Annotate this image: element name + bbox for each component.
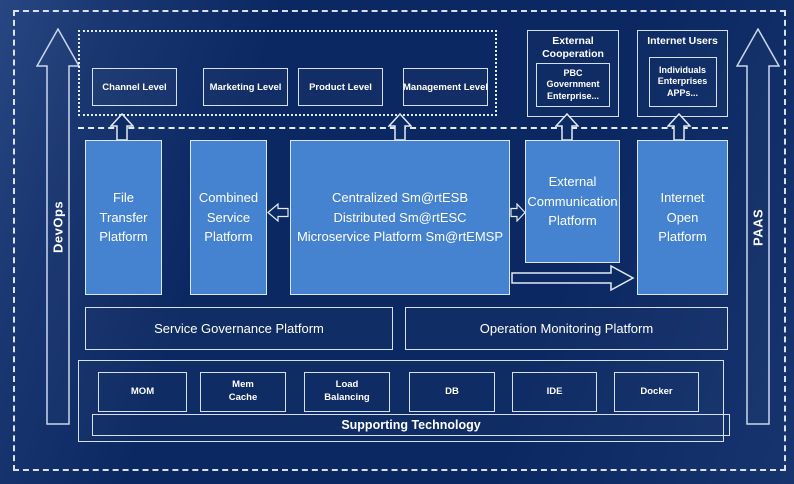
supp-item-docker: Docker: [614, 372, 699, 412]
outer-dashed-border: [13, 10, 786, 471]
external-communication-platform-box: External Communication Platform: [525, 140, 620, 263]
level-box-marketing: Marketing Level: [203, 68, 288, 106]
paas-up-arrow-icon: [736, 28, 780, 425]
level-box-channel: Channel Level: [92, 68, 177, 106]
external-cooperation-inner-box: PBC Government Enterprise...: [536, 63, 610, 108]
supp-item-ide: IDE: [512, 372, 597, 412]
devops-up-arrow-icon: [36, 28, 80, 425]
supp-item-load-balancing: Load Balancing: [304, 372, 390, 412]
internet-open-platform-box: Internet Open Platform: [637, 140, 728, 295]
supporting-technology-container: [78, 360, 724, 442]
up-arrow-icon: [388, 113, 412, 141]
file-transfer-platform-box: File Transfer Platform: [85, 140, 162, 295]
supporting-technology-bar: Supporting Technology: [92, 414, 730, 436]
external-cooperation-title: External Cooperation: [542, 35, 604, 61]
long-right-arrow-icon: [511, 264, 635, 292]
level-label: Channel Level: [102, 81, 167, 93]
left-arrow-icon: [267, 203, 289, 222]
operation-monitoring-platform-box: Operation Monitoring Platform: [405, 307, 728, 350]
internet-users-box: Internet Users Individuals Enterprises A…: [637, 30, 728, 117]
up-arrow-icon: [555, 113, 579, 141]
supp-item-db: DB: [409, 372, 495, 412]
up-arrow-icon: [110, 113, 134, 141]
devops-label: DevOps: [50, 200, 66, 254]
levels-container: [78, 30, 497, 116]
level-box-product: Product Level: [298, 68, 383, 106]
internet-users-title: Internet Users: [647, 35, 718, 47]
level-label: Product Level: [309, 81, 372, 93]
up-arrow-icon: [667, 113, 691, 141]
right-arrow-icon: [510, 203, 526, 222]
internet-users-inner-box: Individuals Enterprises APPs...: [648, 57, 717, 108]
supp-item-mem-cache: Mem Cache: [200, 372, 286, 412]
central-esb-platform-box: Centralized Sm@rtESB Distributed Sm@rtES…: [290, 140, 510, 295]
combined-service-platform-box: Combined Service Platform: [190, 140, 267, 295]
paas-label: PAAS: [750, 208, 766, 246]
external-cooperation-box: External Cooperation PBC Government Ente…: [527, 30, 619, 117]
supp-item-mom: MOM: [98, 372, 187, 412]
level-box-management: Management Level: [403, 68, 488, 106]
level-label: Management Level: [403, 81, 488, 93]
level-label: Marketing Level: [209, 81, 282, 93]
service-governance-platform-box: Service Governance Platform: [85, 307, 393, 350]
